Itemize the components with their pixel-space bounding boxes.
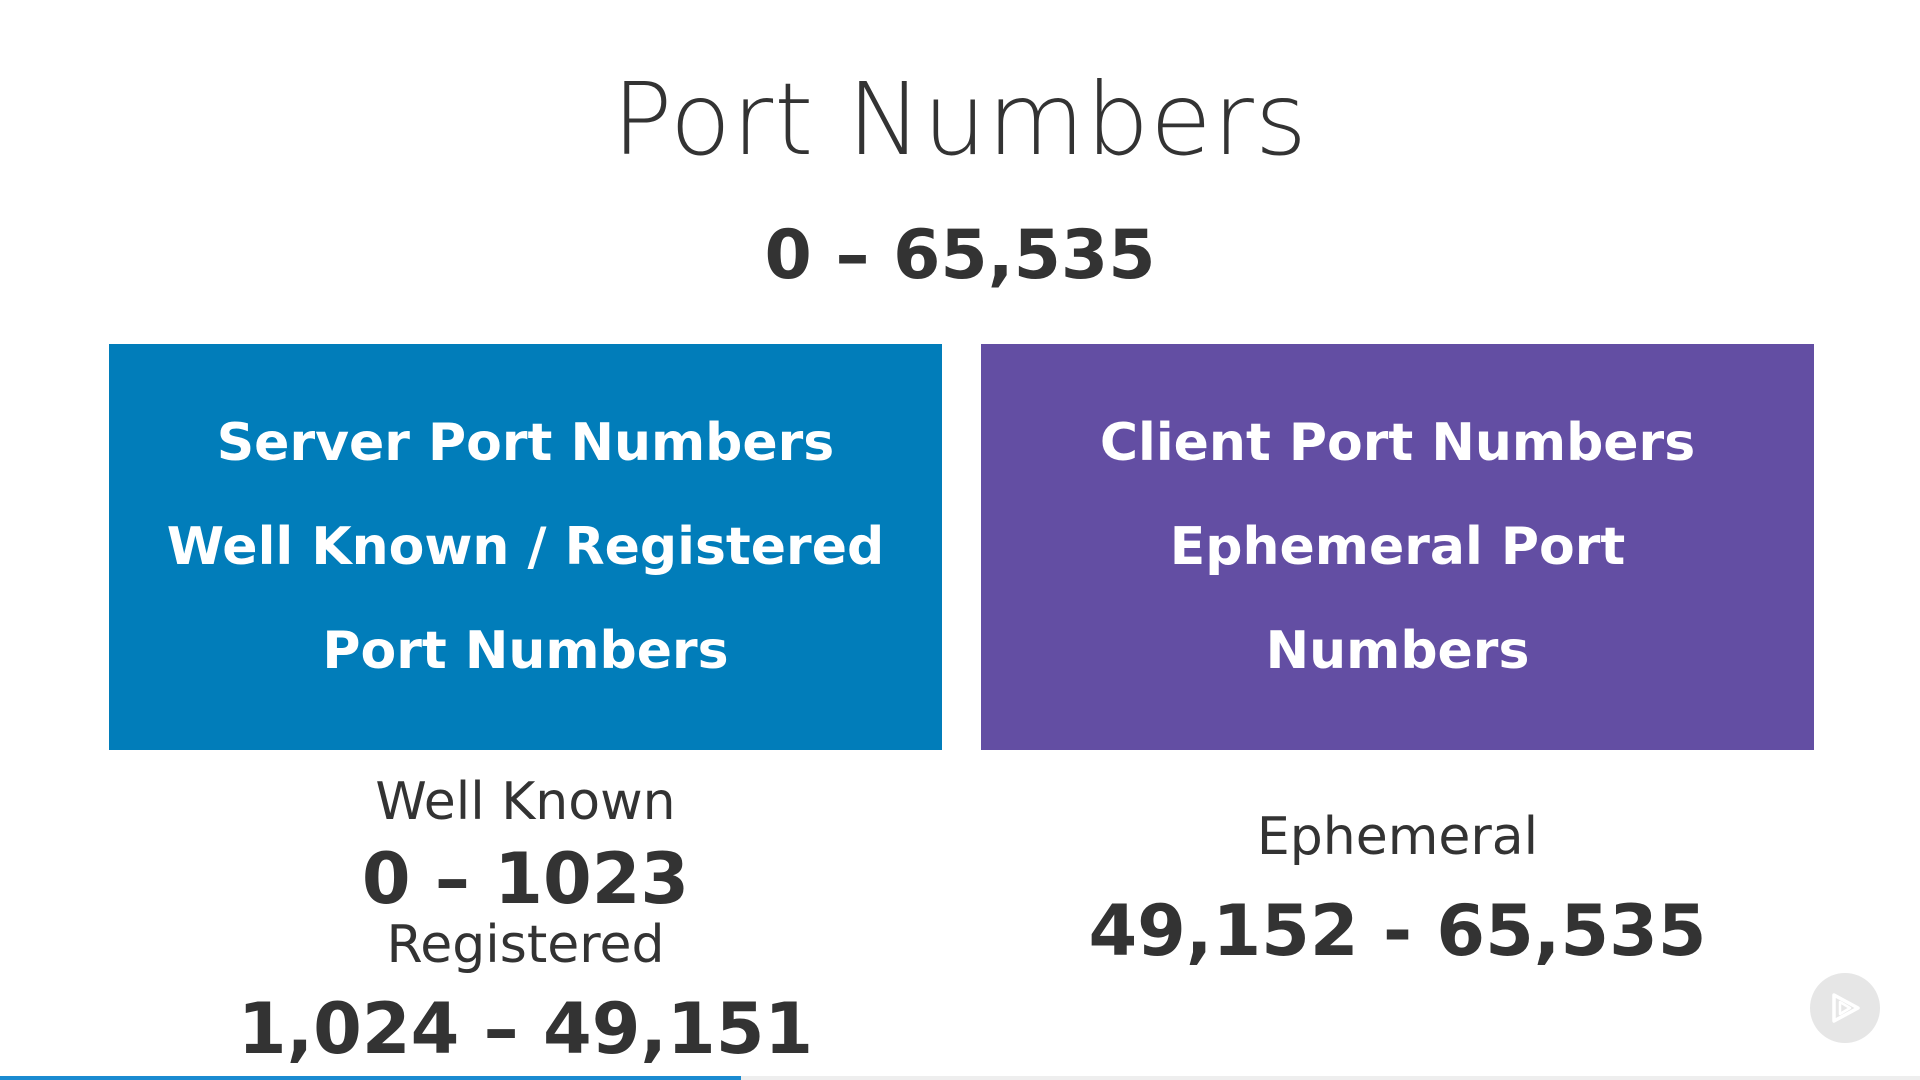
play-icon (1832, 993, 1860, 1023)
client-box-line-1: Client Port Numbers (1099, 413, 1696, 473)
well-known-range: 0 – 1023 (361, 838, 690, 920)
server-box-line-3: Port Numbers (322, 621, 729, 681)
registered-range: 1,024 – 49,151 (237, 988, 814, 1070)
ephemeral-range: 49,152 - 65,535 (1088, 890, 1707, 972)
play-button[interactable] (1810, 973, 1880, 1043)
ephemeral-label: Ephemeral (1256, 807, 1539, 867)
client-box-line-3: Numbers (1265, 621, 1530, 681)
client-port-box: Client Port Numbers Ephemeral Port Numbe… (981, 344, 1814, 750)
port-range-total: 0 – 65,535 (764, 216, 1156, 295)
slide-title: Port Numbers (612, 61, 1308, 178)
server-box-line-2: Well Known / Registered (166, 517, 885, 577)
client-box-line-2: Ephemeral Port (1169, 517, 1626, 577)
server-box-line-1: Server Port Numbers (216, 413, 835, 473)
progress-fill (0, 1076, 742, 1080)
progress-bar[interactable] (0, 1076, 1920, 1080)
registered-label: Registered (386, 915, 665, 975)
well-known-label: Well Known (375, 772, 676, 832)
server-port-box: Server Port Numbers Well Known / Registe… (109, 344, 942, 750)
